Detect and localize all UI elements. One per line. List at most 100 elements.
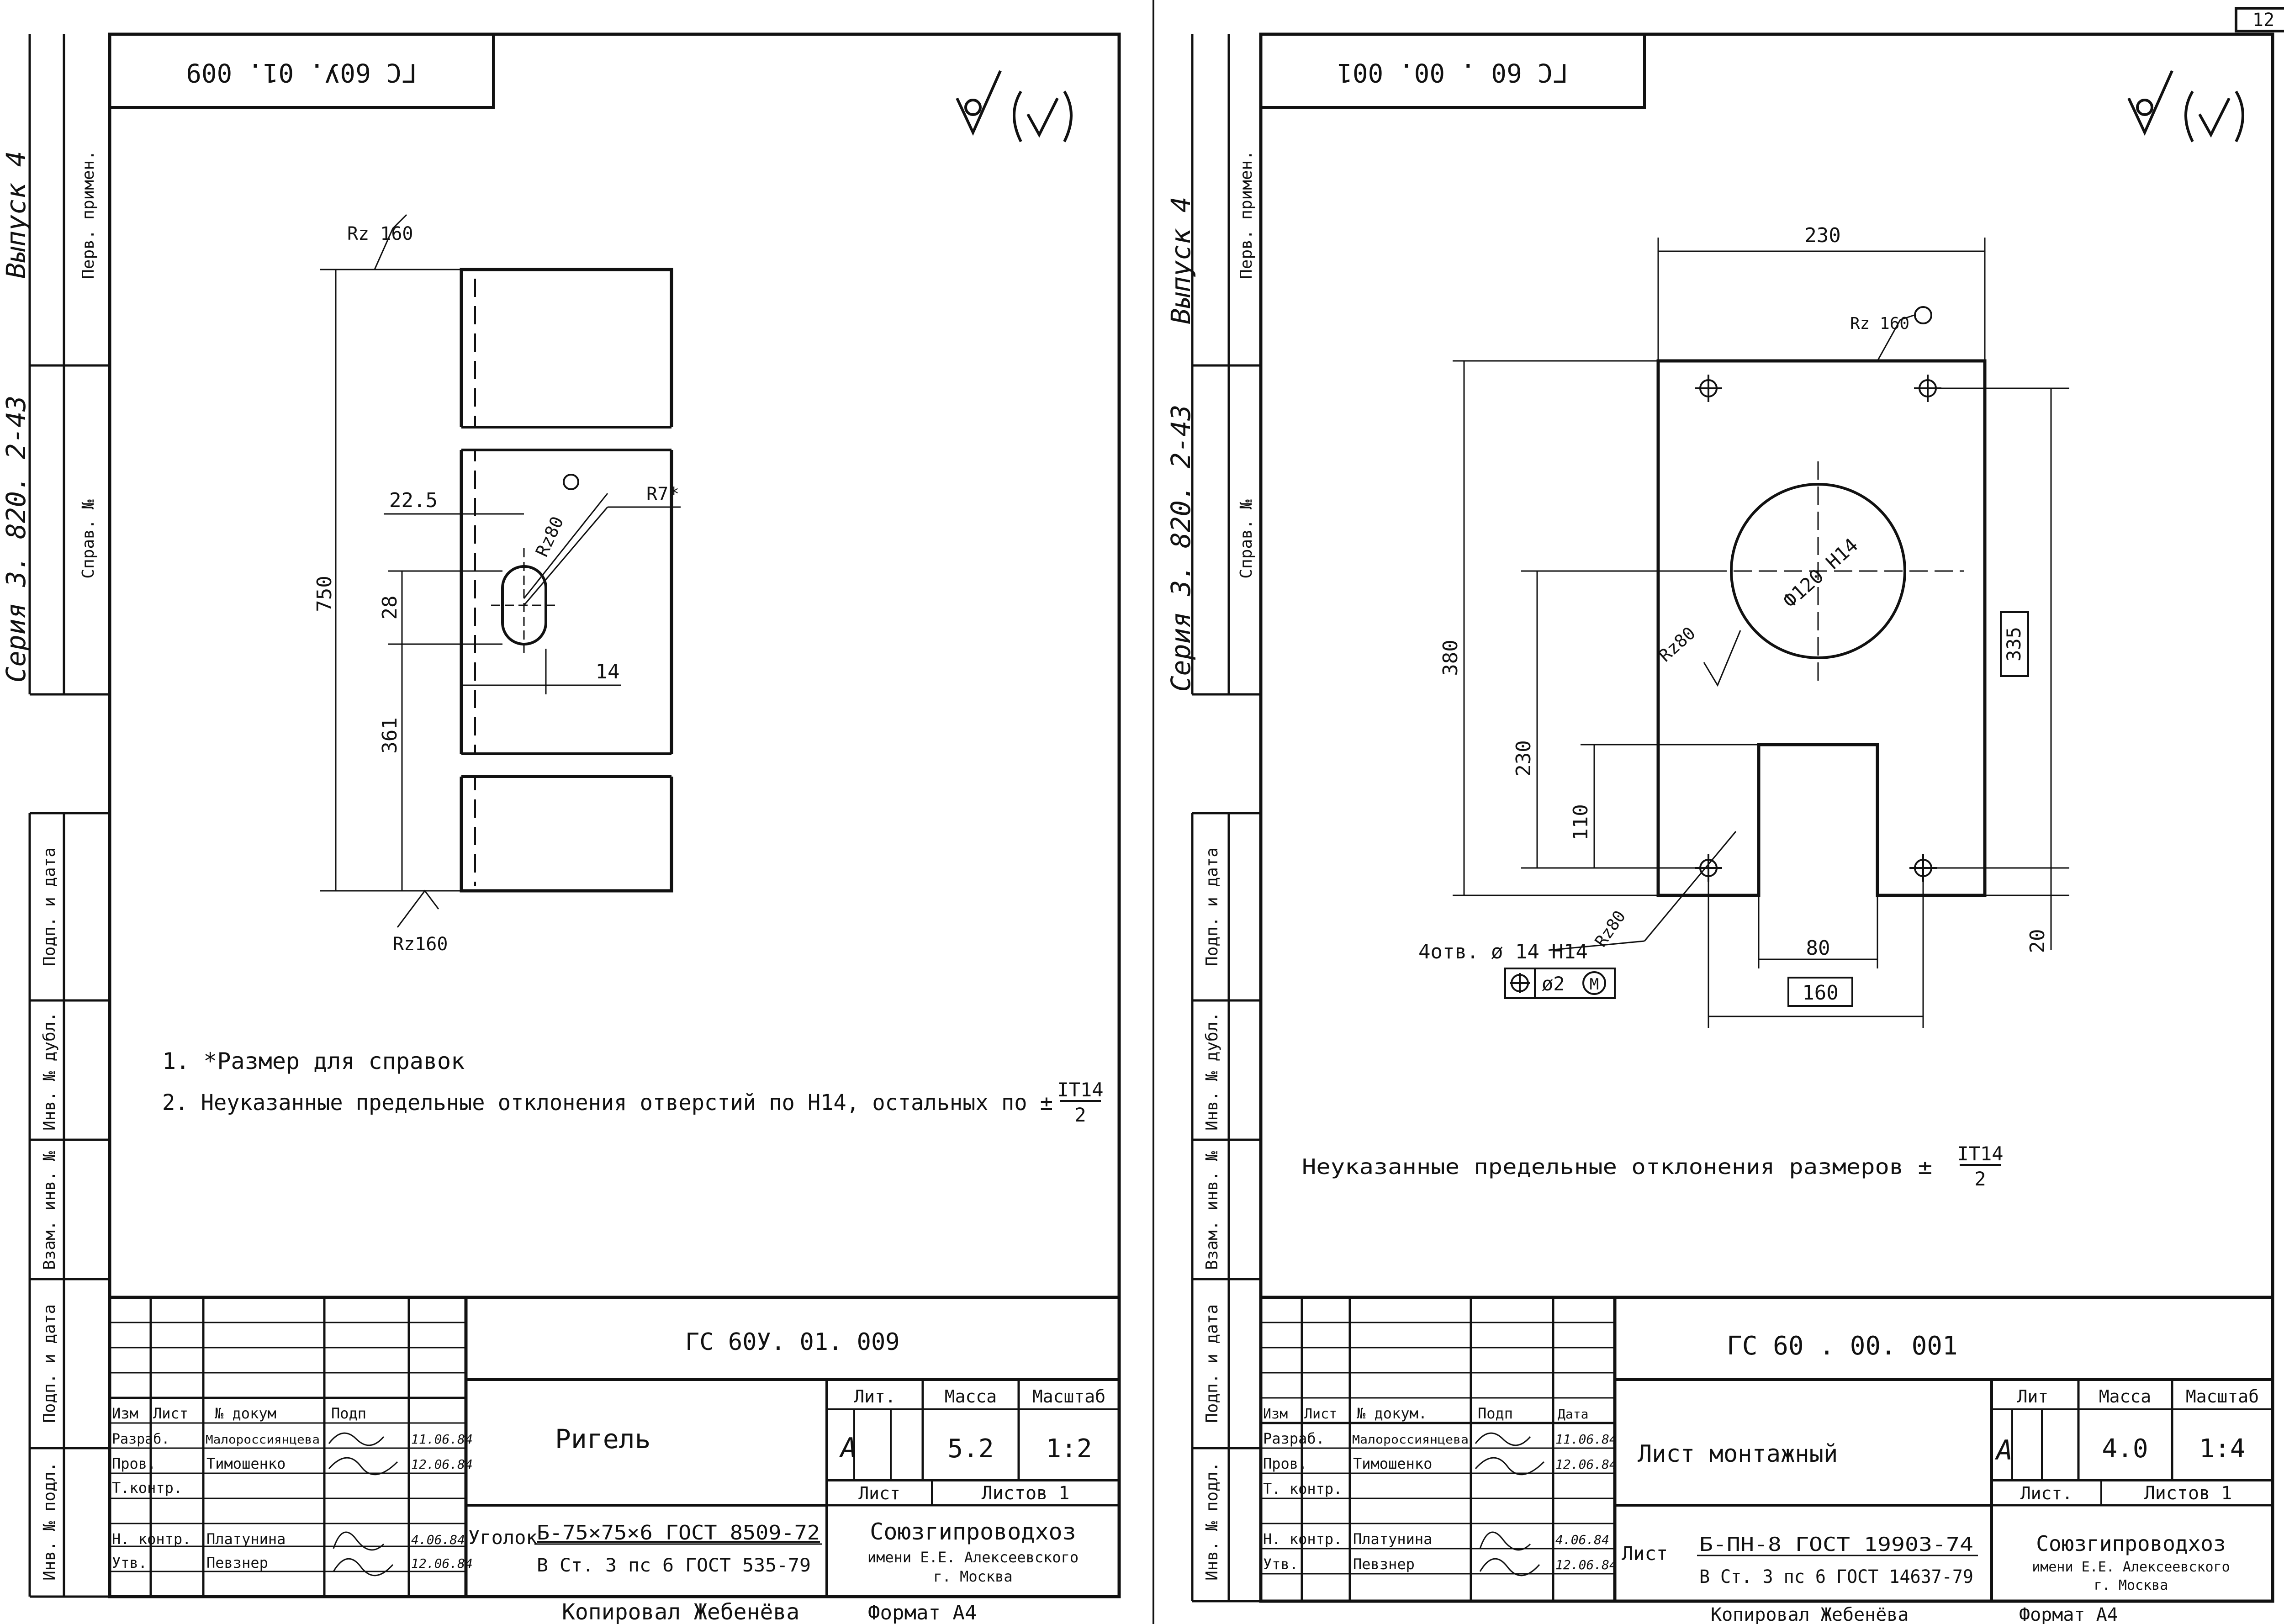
format-right: Формат А4 — [2019, 1604, 2118, 1624]
side-podp-data-2: Подп. и дата — [40, 1304, 59, 1423]
tb-nkontr-date: 4.06.84 — [411, 1532, 465, 1547]
dim-slot-offset: 22.5 — [389, 489, 438, 512]
tb-h-data-r: Дата — [1558, 1407, 1588, 1422]
tb-h-list-r: Лист — [1304, 1406, 1337, 1422]
tb-org-3-r: г. Москва — [2094, 1577, 2168, 1593]
tb-material-top: Б-75×75×6 ГОСТ 8509-72 — [537, 1521, 820, 1545]
rz-slot: Rz80 — [532, 513, 568, 560]
tb-masshtab-label: Масштаб — [1032, 1386, 1105, 1407]
dim-height-335: 335 — [2003, 627, 2025, 661]
note-r1-frac-den: 2 — [1974, 1168, 1986, 1190]
note-1: 1. *Размер для справок — [162, 1048, 465, 1074]
tb-prov-name: Тимошенко — [206, 1455, 286, 1472]
side-sprav-no-r: Справ. № — [1237, 499, 1256, 579]
side-vypusk-r: Выпуск 4 — [1165, 196, 1196, 324]
tb-material-bottom-r: В Ст. 3 пс 6 ГОСТ 14637-79 — [1699, 1566, 1973, 1587]
dim-overall-height: 750 — [313, 576, 336, 612]
tb-h-ndokum-r: № докум. — [1357, 1405, 1427, 1422]
kopiroval-left: Копировал Жебенёва — [562, 1599, 799, 1624]
part-rigel — [457, 268, 676, 893]
tb-masshtab: 1:2 — [1046, 1434, 1092, 1464]
tb-lit: А — [839, 1432, 857, 1464]
left-sheet: Выпуск 4 Перв. примен. Серия 3. 820. 2-4… — [0, 32, 1121, 1624]
tb-h-podp-r: Подп — [1478, 1405, 1513, 1422]
signatures-icon-r — [1475, 1432, 1545, 1576]
side-vypusk: Выпуск 4 — [0, 151, 32, 278]
tb-prov-date-r: 12.06.84 — [1555, 1457, 1617, 1472]
rz-mid-right: Rz80 — [1655, 623, 1699, 666]
roughness-general-icon — [956, 70, 1073, 143]
tb-utv-date: 12.06.84 — [411, 1556, 473, 1571]
tb-h-list: Лист — [153, 1405, 188, 1422]
right-sheet: Выпуск 4 Перв. примен. Серия 3. 820. 2-4… — [1165, 32, 2274, 1624]
note-2-frac-den: 2 — [1074, 1104, 1086, 1126]
tb-org-2: имени Е.Е. Алексеевского — [867, 1549, 1079, 1566]
side-seriya-r: Серия 3. 820. 2-43 — [1165, 405, 1196, 692]
left-title-block — [110, 1296, 1119, 1597]
roughness-general-icon-r — [2127, 70, 2244, 143]
tb-masshtab-r: 1:4 — [2199, 1434, 2245, 1464]
dim-hole-spacing: 160 — [1802, 981, 1838, 1005]
right-title-block — [1261, 1296, 2273, 1601]
tb-massa-label-r: Масса — [2099, 1386, 2151, 1407]
note-2: 2. Неуказанные предельные отклонения отв… — [162, 1090, 1053, 1116]
tb-masshtab-label-r: Масштаб — [2186, 1386, 2259, 1407]
note-r1: Неуказанные предельные отклонения размер… — [1302, 1154, 1932, 1179]
rz-top-left: Rz 160 — [347, 223, 413, 244]
part-plate — [1656, 359, 1987, 897]
signatures-icon — [328, 1432, 398, 1576]
tb-razrab-name-r: Малороссиянцева — [1352, 1433, 1469, 1447]
tb-razrab-label: Разраб. — [112, 1431, 169, 1447]
dim-big-hole: Ф120 Н14 — [1779, 534, 1862, 612]
rz-hole-right: Rz80 — [1591, 907, 1629, 951]
tb-massa-label: Масса — [945, 1386, 997, 1407]
tb-name: Ригель — [555, 1423, 651, 1455]
side-perv-primen-r: Перв. примен. — [1237, 150, 1256, 279]
tb-h-ndokum: № докум — [215, 1405, 276, 1422]
tb-h-podp: Подп — [331, 1405, 366, 1422]
tb-prov-label: Пров. — [112, 1455, 156, 1472]
left-side-strip — [28, 34, 110, 1598]
top-doc-code: ГС 60У. 01. 009 — [186, 58, 417, 87]
tb-h-izm-r: Изм — [1263, 1406, 1288, 1422]
tb-listov-label: Листов 1 — [982, 1483, 1070, 1504]
tb-tkontr-label-r: Т. контр. — [1263, 1480, 1342, 1497]
tb-nkontr-label-r: Н. контр. — [1263, 1530, 1342, 1548]
format-left: Формат А4 — [868, 1601, 977, 1624]
side-sprav-no: Справ. № — [79, 499, 98, 579]
tb-utv-label-r: Утв. — [1263, 1555, 1298, 1573]
tb-utv-name-r: Певзнер — [1353, 1555, 1415, 1573]
tb-org-1: Союзгипроводхоз — [870, 1518, 1076, 1545]
dim-height-380: 380 — [1439, 640, 1462, 676]
right-dimension-lines — [1453, 238, 2069, 1028]
tb-massa: 5.2 — [947, 1434, 994, 1464]
page-number: 12 — [2252, 10, 2274, 31]
side-vzam-inv: Взам. инв. № — [40, 1151, 59, 1270]
tb-org-3: г. Москва — [933, 1568, 1012, 1585]
note-r1-frac-num: IT14 — [1957, 1143, 2003, 1165]
rz-top-right: Rz 160 — [1850, 314, 1909, 333]
tb-prov-date: 12.06.84 — [411, 1457, 473, 1472]
dim-slot-height: 28 — [378, 596, 402, 620]
tb-prov-name-r: Тимошенко — [1353, 1455, 1432, 1472]
tb-massa-r: 4.0 — [2102, 1434, 2148, 1464]
tb-material-prefix-r: Лист — [1622, 1542, 1668, 1565]
dim-cutout-width: 80 — [1806, 936, 1830, 960]
side-inv-podl-r: Инв. № подл. — [1203, 1462, 1221, 1581]
tb-material-prefix: Уголок — [468, 1526, 538, 1549]
tb-utv-date-r: 12.06.84 — [1555, 1557, 1617, 1572]
tb-lit-label-r: Лит — [2017, 1386, 2049, 1407]
tb-tkontr-label: Т.контр. — [112, 1479, 182, 1497]
kopiroval-right: Копировал Жебенёва — [1711, 1604, 1909, 1624]
tb-list-label: Лист — [858, 1483, 900, 1503]
tb-org-2-r: имени Е.Е. Алексеевского — [2032, 1559, 2230, 1575]
tb-org-1-r: Союзгипроводхоз — [2036, 1531, 2226, 1556]
side-podp-data: Подп. и дата — [40, 847, 59, 966]
side-inv-dubl: Инв. № дубл. — [40, 1012, 59, 1131]
tb-doc-code-r: ГС 60 . 00. 001 — [1727, 1331, 1958, 1361]
tb-lit-r: А — [1994, 1434, 2013, 1466]
tb-doc-code: ГС 60У. 01. 009 — [685, 1328, 900, 1356]
tb-name-r: Лист монтажный — [1638, 1440, 1838, 1468]
position-tol-value: ø2 — [1542, 973, 1565, 995]
